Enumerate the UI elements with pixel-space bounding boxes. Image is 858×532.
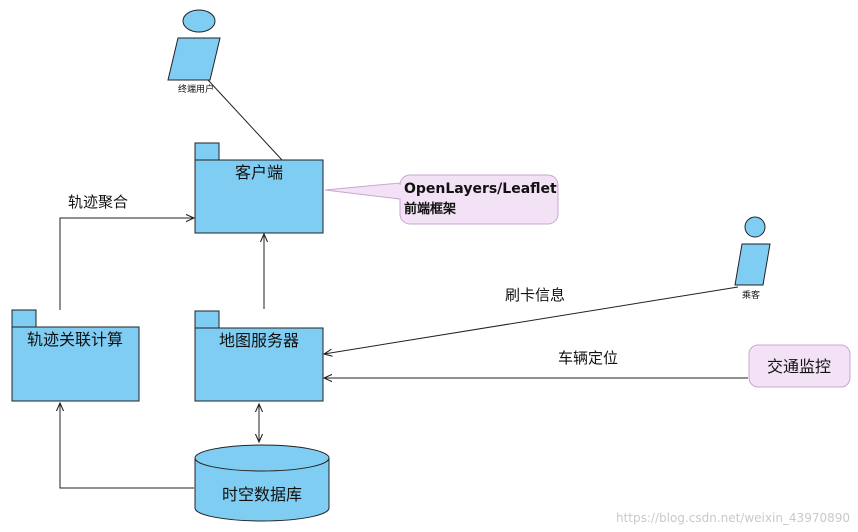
terminal-user-body (167, 37, 221, 81)
database-cylinder-body (194, 458, 330, 522)
trajectory-aggregation-label: 轨迹聚合 (68, 193, 128, 211)
vehicle-positioning-label: 车辆定位 (558, 349, 618, 367)
passenger-body (734, 243, 771, 286)
trajectory-calc-package-label: 轨迹关联计算 (27, 330, 123, 349)
client-package: 客户端 (194, 142, 324, 234)
database-label: 时空数据库 (222, 485, 302, 504)
trajectory-calc-package-body (11, 326, 140, 402)
client-package-body (194, 159, 324, 234)
spatiotemporal-database: 时空数据库 (194, 444, 330, 522)
card-info-label: 刷卡信息 (505, 286, 565, 304)
passenger-head (744, 216, 766, 238)
trajectory-aggregation-arrow (59, 218, 194, 310)
terminal-user-label: 终端用户 (178, 83, 214, 95)
watermark: https://blog.csdn.net/weixin_43970890 (616, 511, 850, 525)
passenger-actor: 乘客 (734, 216, 771, 301)
terminal-user-actor: 终端用户 (167, 9, 221, 95)
user-client-association (207, 79, 283, 161)
terminal-user-head (182, 9, 216, 33)
database-trajectory-arrow (60, 403, 194, 489)
map-server-package-label: 地图服务器 (219, 331, 299, 350)
trajectory-calc-package-tab (11, 309, 37, 328)
traffic-monitor-box (748, 344, 851, 388)
trajectory-calc-package: 轨迹关联计算 (11, 309, 140, 402)
map-server-package-tab (194, 310, 220, 329)
map-server-package-body (194, 327, 324, 402)
database-cylinder-top (194, 444, 330, 472)
traffic-monitor-label: 交通监控 (767, 357, 831, 376)
frontend-note-callout (324, 174, 559, 225)
client-package-label: 客户端 (235, 163, 283, 182)
map-server-package: 地图服务器 (194, 310, 324, 402)
card-info-arrow (324, 286, 739, 354)
frontend-note-title: OpenLayers/Leaflet (404, 181, 557, 197)
frontend-framework-note: OpenLayers/Leaflet 前端框架 (324, 174, 559, 225)
client-package-tab (194, 142, 220, 161)
traffic-monitor-note: 交通监控 (748, 344, 851, 388)
frontend-note-subtitle: 前端框架 (404, 201, 456, 217)
passenger-label: 乘客 (742, 289, 760, 301)
